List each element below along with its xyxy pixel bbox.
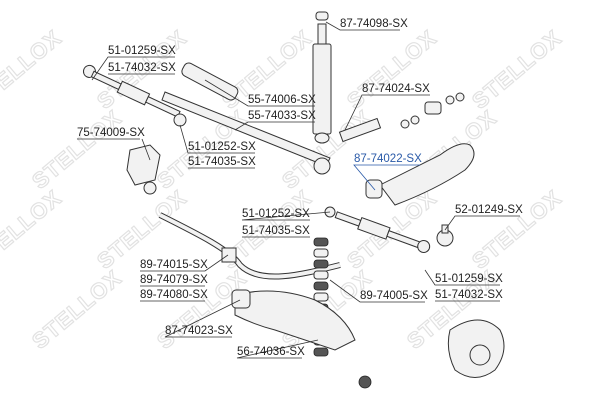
- watermark-text: STELLOX: [0, 25, 66, 114]
- part-label[interactable]: 51-01259-SX: [435, 273, 503, 285]
- parts-drawing: [82, 11, 505, 389]
- part-label[interactable]: 87-74023-SX: [165, 325, 233, 337]
- watermark-text: STELLOX: [27, 105, 126, 194]
- part-label[interactable]: 51-74035-SX: [242, 225, 310, 237]
- part-label[interactable]: 51-74035-SX: [188, 156, 256, 168]
- watermark-text: STELLOX: [467, 25, 566, 114]
- part-label[interactable]: 87-74098-SX: [340, 18, 408, 30]
- part-label[interactable]: 87-74024-SX: [362, 83, 430, 95]
- part-labels: 87-74098-SX 51-01259-SX 51-74032-SX 55-7…: [77, 18, 523, 358]
- part-label[interactable]: 89-74080-SX: [140, 289, 208, 301]
- bushing: [313, 292, 329, 302]
- watermark-text: STELLOX: [467, 185, 566, 274]
- bushing: [313, 281, 329, 291]
- part-label[interactable]: 56-74036-SX: [237, 346, 305, 358]
- part-label[interactable]: 52-01249-SX: [455, 204, 523, 216]
- part-label[interactable]: 89-74005-SX: [360, 290, 428, 302]
- bushing: [313, 270, 329, 280]
- bushing: [313, 248, 329, 258]
- watermark-text: STELLOX: [27, 265, 126, 354]
- bushing: [313, 347, 329, 357]
- part-label[interactable]: 89-74015-SX: [140, 259, 208, 271]
- part-label[interactable]: 55-74006-SX: [248, 94, 316, 106]
- part-label[interactable]: 75-74009-SX: [77, 127, 145, 139]
- part-label[interactable]: 51-01252-SX: [242, 208, 310, 220]
- watermark-text: STELLOX: [342, 25, 441, 114]
- part-label[interactable]: 51-01252-SX: [188, 141, 256, 153]
- part-label[interactable]: 51-01259-SX: [108, 45, 176, 57]
- bushing: [313, 259, 329, 269]
- part-label[interactable]: 51-74032-SX: [108, 62, 176, 74]
- part-label[interactable]: 89-74079-SX: [140, 274, 208, 286]
- leader-lines: [77, 21, 520, 359]
- watermark-text: STELLOX: [0, 185, 66, 274]
- part-label-highlighted[interactable]: 87-74022-SX: [354, 153, 422, 165]
- part-label[interactable]: 51-74032-SX: [435, 289, 503, 301]
- part-label[interactable]: 55-74033-SX: [248, 110, 316, 122]
- bushing: [313, 237, 329, 247]
